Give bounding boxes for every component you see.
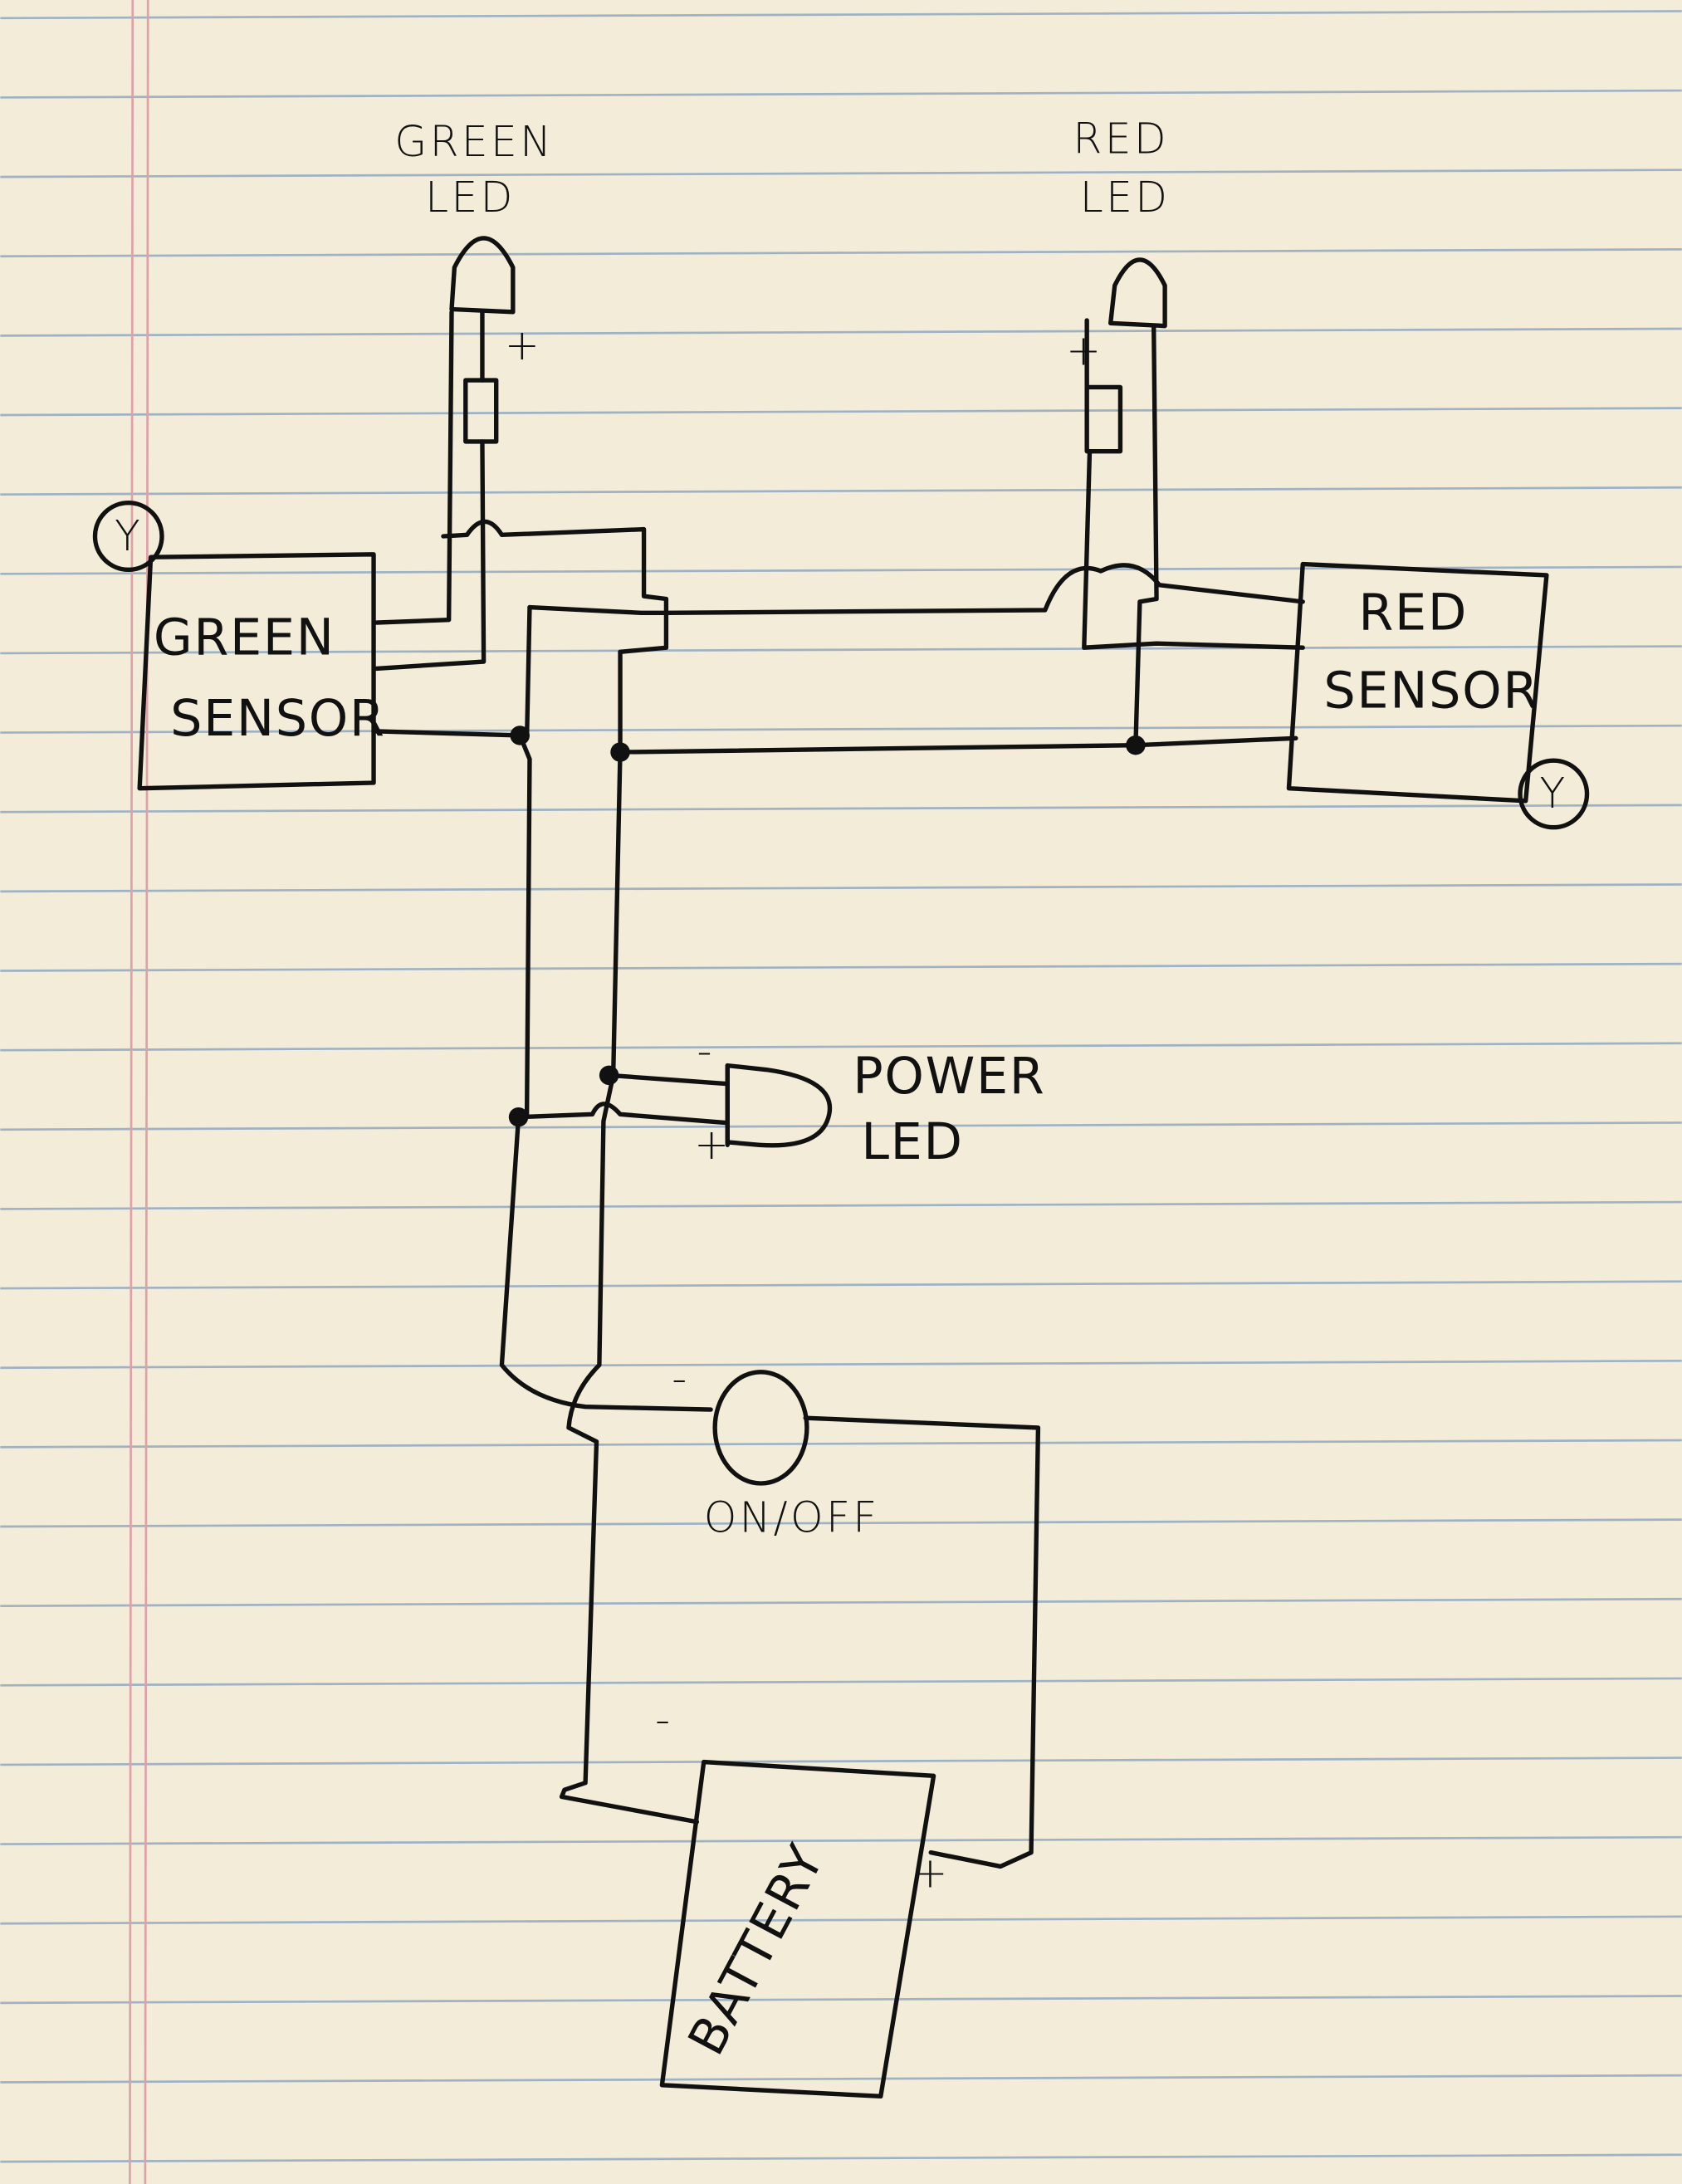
red-sensor-label: RED <box>1358 584 1468 642</box>
rule-line <box>0 1200 1682 1210</box>
red-led-resistor <box>1084 384 1123 454</box>
battery-plus: + <box>912 1849 951 1898</box>
red-sensor: RED SENSOR Y <box>1286 561 1590 830</box>
rule-line <box>0 327 1682 337</box>
green-led-resistor <box>463 378 499 444</box>
rule-line <box>0 2153 1682 2163</box>
rule-line <box>0 1835 1682 1845</box>
green-led-label: GREEN <box>394 117 554 166</box>
rule-line <box>0 1280 1682 1290</box>
on-off-switch: ON/OFF - <box>672 1354 880 1542</box>
rule-line <box>0 1915 1682 1925</box>
rule-line <box>0 89 1682 99</box>
red-sensor-tag: Y <box>1539 769 1567 818</box>
red-led-label: LED <box>1080 173 1171 222</box>
green-led-label: LED <box>425 173 516 222</box>
rule-line <box>0 10 1682 20</box>
power-led-plus: + <box>694 1120 732 1169</box>
rule-line <box>0 169 1682 178</box>
junction-dots <box>508 726 1146 1127</box>
rule-line <box>0 1518 1682 1528</box>
rule-line <box>0 1439 1682 1449</box>
paper-lines <box>0 10 1682 2163</box>
green-led: GREEN LED + <box>394 117 554 444</box>
rule-line <box>0 407 1682 417</box>
power-led-minus: - <box>697 1027 715 1076</box>
rule-line <box>0 248 1682 258</box>
battery-minus: - <box>655 1695 673 1744</box>
wires <box>374 310 1305 1869</box>
red-led: RED LED + <box>1066 115 1171 454</box>
power-led: POWER LED - + <box>694 1027 1045 1171</box>
red-led-label: RED <box>1073 115 1169 164</box>
switch-minus: - <box>672 1354 690 1403</box>
rule-line <box>0 804 1682 814</box>
rule-line <box>0 486 1682 496</box>
rule-line <box>0 1995 1682 2005</box>
green-sensor: GREEN SENSOR Y <box>92 501 386 791</box>
rule-line <box>0 1359 1682 1370</box>
battery-label: BATTERY <box>677 1835 836 2064</box>
rule-line <box>0 1597 1682 1607</box>
battery: BATTERY - + <box>655 1695 951 2098</box>
power-led-label: POWER <box>853 1048 1045 1106</box>
rule-line <box>0 1042 1682 1052</box>
green-led-plus: + <box>505 320 543 369</box>
rule-line <box>0 1756 1682 1766</box>
green-sensor-label: GREEN <box>154 609 335 667</box>
rule-line <box>0 724 1682 734</box>
green-sensor-tag: Y <box>115 511 143 560</box>
margin-line <box>129 0 134 2184</box>
green-sensor-label: SENSOR <box>170 690 386 748</box>
rule-line <box>0 645 1682 655</box>
rule-line <box>0 2074 1682 2084</box>
rule-line <box>0 1677 1682 1687</box>
power-led-label: LED <box>861 1113 963 1171</box>
red-sensor-label: SENSOR <box>1323 662 1539 720</box>
rule-line <box>0 962 1682 972</box>
margin-line <box>144 0 149 2184</box>
rule-line <box>0 883 1682 893</box>
switch-label: ON/OFF <box>704 1493 880 1542</box>
red-led-plus: + <box>1066 326 1104 375</box>
rule-line <box>0 1121 1682 1131</box>
